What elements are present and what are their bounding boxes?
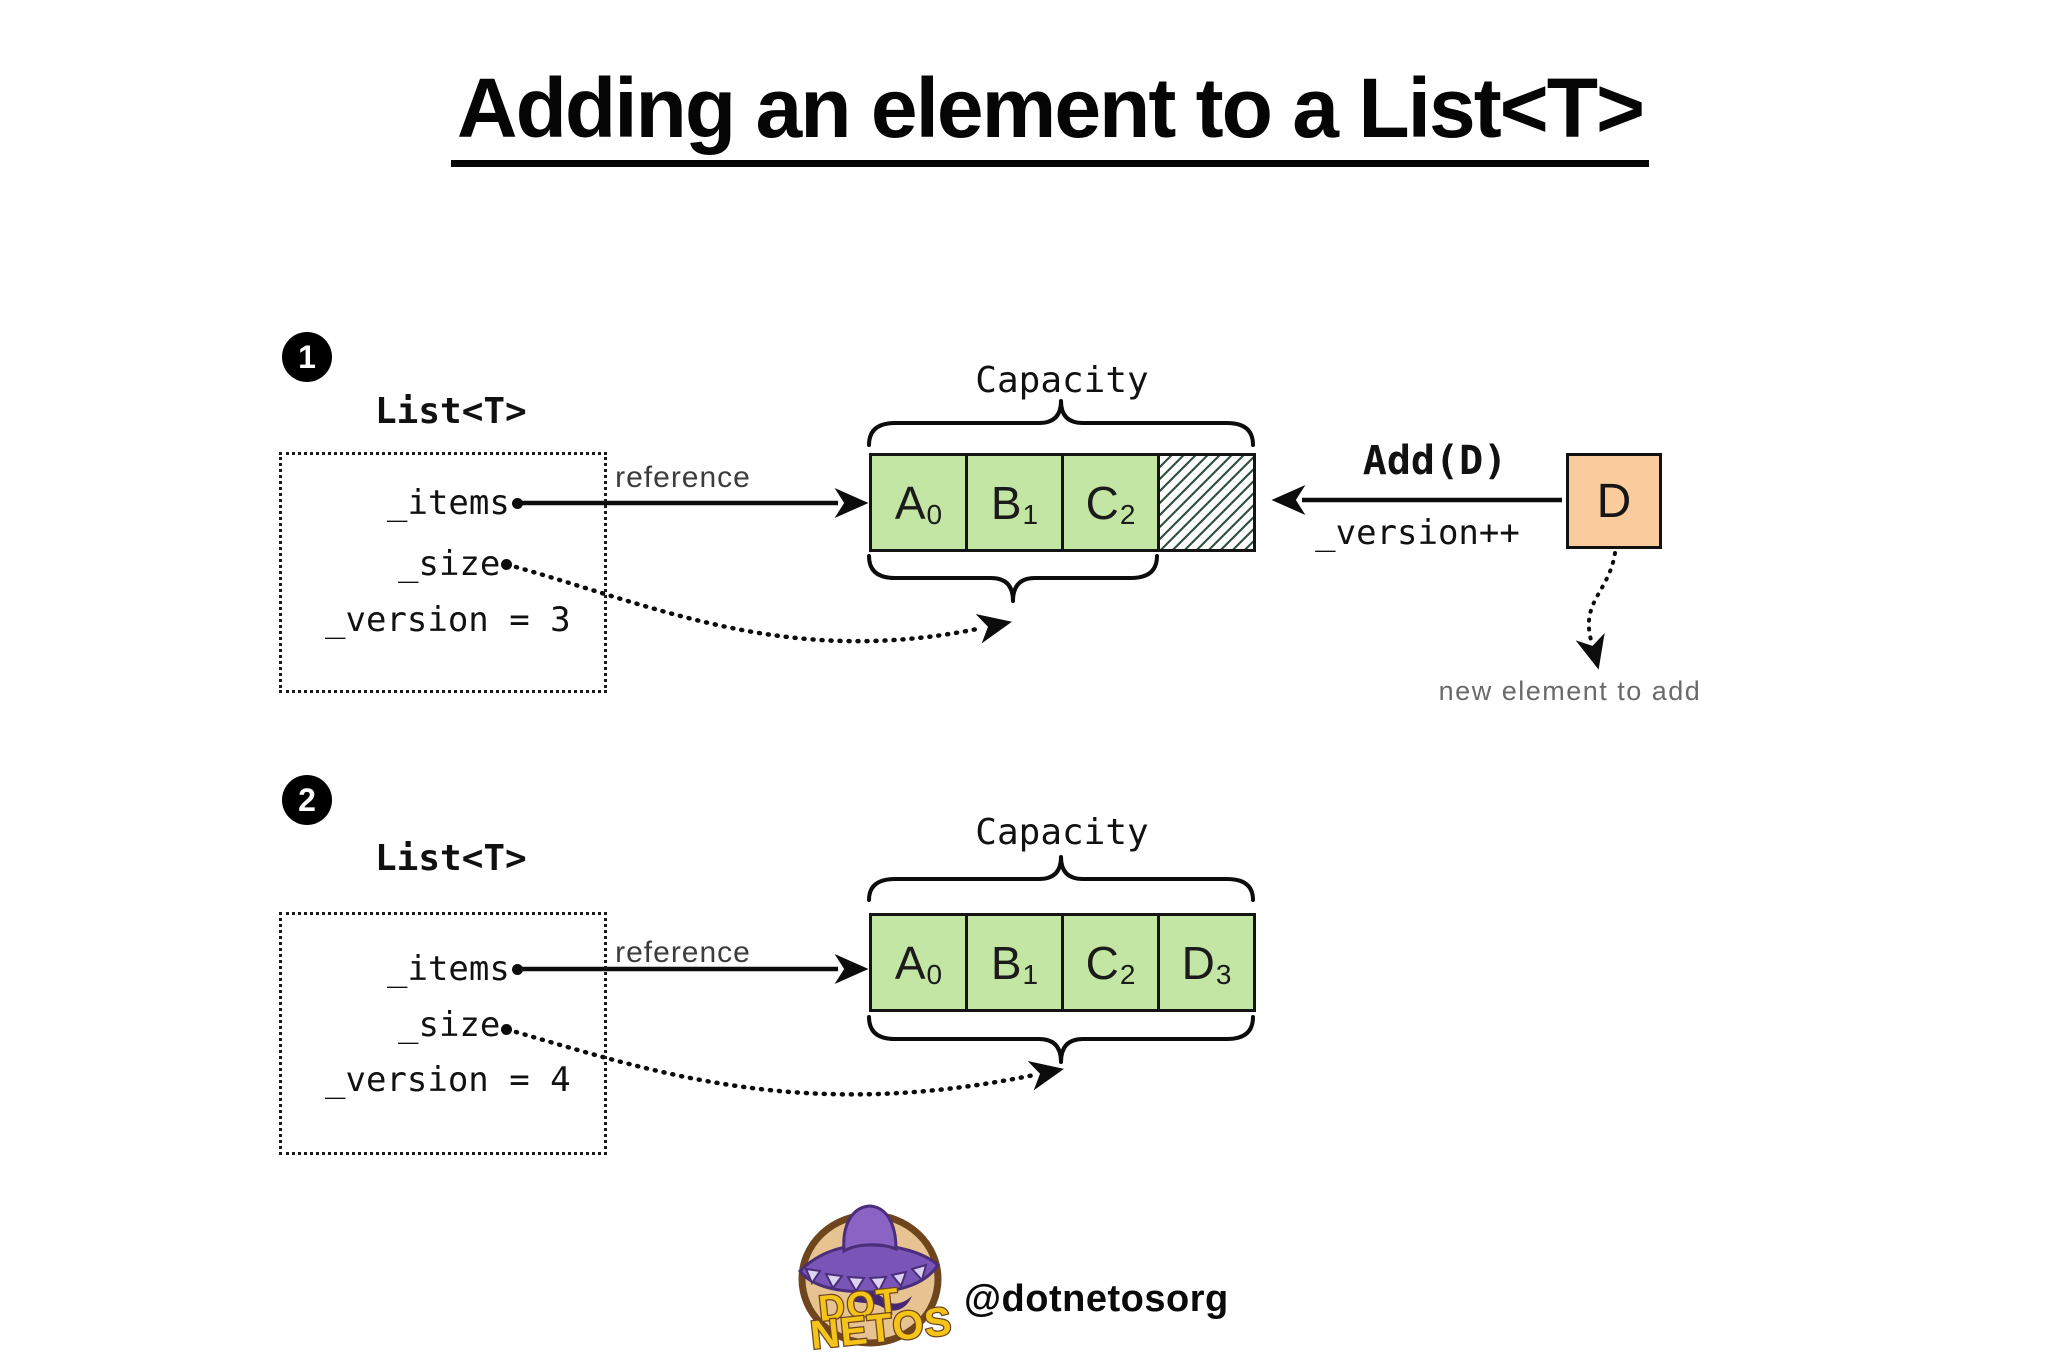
cell-index: 2 (1119, 498, 1136, 530)
step1-size-bullet (501, 559, 512, 570)
new-element-pointer-arrow (1575, 551, 1617, 670)
sombrero-dome (842, 1204, 898, 1254)
step1-field-version: _version = 3 (325, 600, 571, 640)
step1-badge-number: 1 (298, 338, 316, 375)
step2-capacity-label: Capacity (975, 812, 1149, 853)
cell-index: 2 (1119, 958, 1136, 990)
capacity-brace-step1 (867, 399, 1255, 447)
step2-field-items: _items (387, 949, 510, 989)
version-increment-label: _version++ (1315, 513, 1520, 553)
logo-text-dot: DOT (817, 1280, 903, 1329)
cell-index: 0 (926, 498, 943, 530)
dotnetos-logo: DOT NETOS (798, 1204, 954, 1351)
step1-type-label: List<T> (375, 391, 527, 432)
step2-fields-box (279, 912, 607, 1155)
step2-items-bullet (512, 964, 523, 975)
step2-reference-label: reference (615, 936, 751, 969)
step1-badge: 1 (282, 332, 332, 382)
capacity-brace-step2 (867, 855, 1255, 902)
step2-type-label: List<T> (375, 838, 527, 879)
cell-index: 1 (1022, 958, 1039, 990)
step1-fields-box (279, 452, 607, 693)
step1-reference-label: reference (615, 461, 751, 494)
step1-capacity-label: Capacity (975, 360, 1149, 401)
title-wrap: Adding an element to a List<T> (50, 66, 2050, 167)
cell-letter: C (1085, 476, 1119, 529)
cell-index: 1 (1022, 498, 1039, 530)
footer-handle: @dotnetosorg (964, 1278, 1229, 1320)
add-operation-label: Add(D) (1362, 438, 1508, 484)
step2-size-bullet (501, 1024, 512, 1035)
new-element-annotation: new element to add (1438, 676, 1702, 706)
step2-badge-number: 2 (298, 781, 316, 818)
step2-field-version: _version = 4 (325, 1060, 571, 1100)
cell-letter: C (1085, 936, 1119, 989)
page-title: Adding an element to a List<T> (450, 66, 1650, 167)
mustache-icon (852, 1293, 912, 1311)
new-element-box: D (1566, 453, 1662, 549)
new-element-letter: D (1596, 474, 1632, 528)
step1-field-size: _size (398, 544, 501, 584)
size-brace-step2 (867, 1015, 1255, 1064)
sombrero-zigzag (804, 1263, 928, 1293)
cell-letter: B (990, 476, 1022, 529)
size-brace-step1 (867, 554, 1159, 603)
cell-index: 0 (926, 958, 943, 990)
cell-letter: A (894, 936, 926, 989)
step2-badge: 2 (282, 775, 332, 825)
step1-empty-slot-cell (1160, 456, 1253, 549)
step2-field-size: _size (398, 1005, 501, 1045)
step1-field-items: _items (387, 483, 510, 523)
cell-letter: B (990, 936, 1022, 989)
cell-index: 3 (1215, 958, 1232, 990)
cell-letter: D (1181, 936, 1215, 989)
step1-items-bullet (512, 498, 523, 509)
cell-letter: A (894, 476, 926, 529)
